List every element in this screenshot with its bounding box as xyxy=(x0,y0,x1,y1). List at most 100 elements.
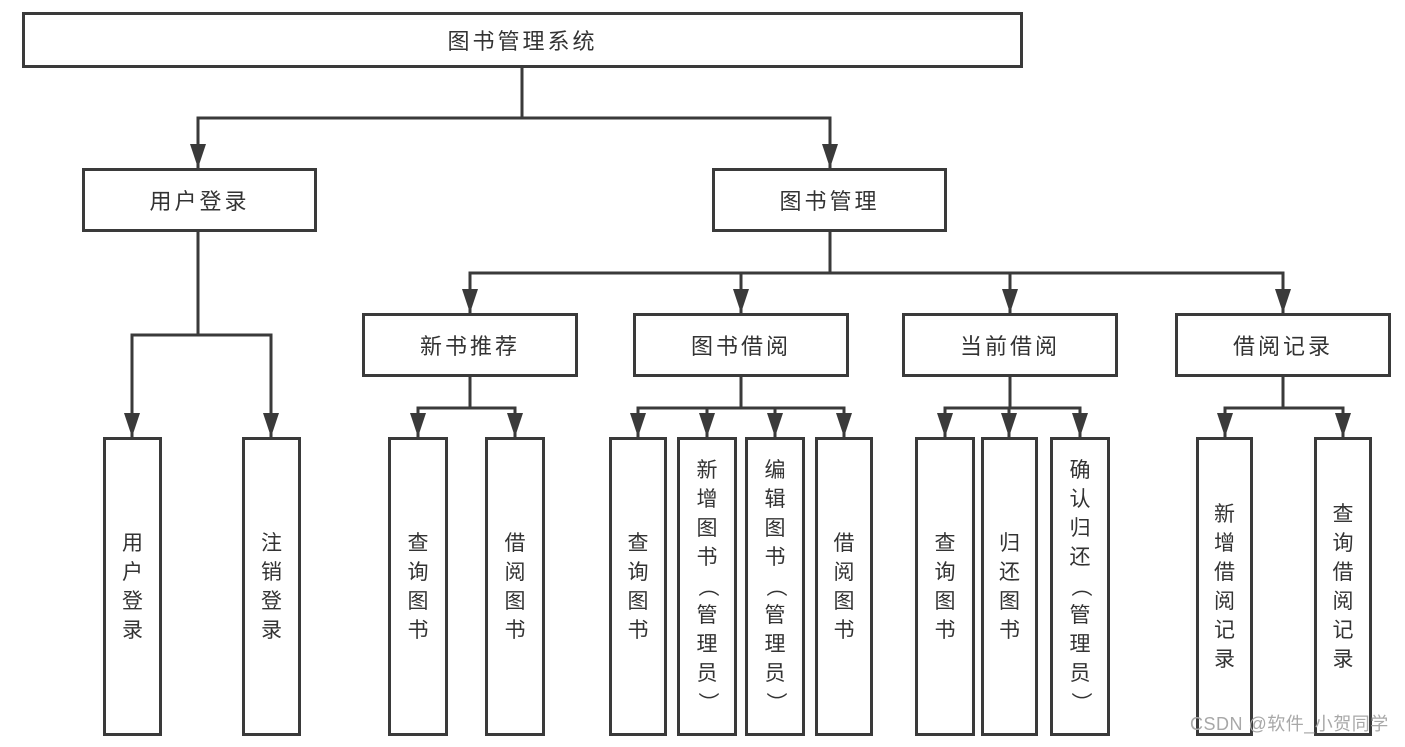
node-label-char: 理 xyxy=(696,633,718,656)
node-label-char: 管 xyxy=(764,604,786,627)
node-label-char: 员 xyxy=(764,662,786,685)
node-label-char: 图 xyxy=(407,589,429,613)
diagram-node-leaf-add-book: 新增图书（管理员） xyxy=(677,437,737,736)
node-label-char: 管 xyxy=(1069,604,1091,627)
node-label-char: 借 xyxy=(504,531,526,555)
diagram-node-book-management: 图书管理 xyxy=(712,168,947,232)
diagram-node-current-borrow: 当前借阅 xyxy=(902,313,1118,377)
arrowhead-down-icon xyxy=(190,144,206,168)
node-label-char: 增 xyxy=(696,488,718,511)
diagram-node-leaf-logout: 注销登录 xyxy=(242,437,301,736)
node-label-char: 归 xyxy=(1069,517,1091,540)
node-label-char: 询 xyxy=(934,560,956,584)
node-label-char: 查 xyxy=(627,531,649,555)
diagram-node-leaf-add-borrow-record: 新增借阅记录 xyxy=(1196,437,1253,736)
diagram-node-leaf-edit-book: 编辑图书 （ 管理员 ） xyxy=(745,437,805,736)
node-label-char: （ xyxy=(695,576,719,597)
arrowhead-down-icon xyxy=(1072,413,1088,437)
node-label-char: 记 xyxy=(1214,618,1235,642)
node-label-char: 辑 xyxy=(764,488,786,511)
node-label-char: 理 xyxy=(764,633,786,656)
node-label-char: 新 xyxy=(1214,502,1235,526)
node-label-char: 注 xyxy=(261,531,282,555)
node-label-char: 增 xyxy=(1214,531,1235,555)
arrowhead-down-icon xyxy=(630,413,646,437)
node-label-char: ） xyxy=(763,692,787,713)
arrowhead-down-icon xyxy=(507,413,523,437)
node-label-char: ） xyxy=(695,692,719,713)
arrowhead-down-icon xyxy=(733,289,749,313)
node-label-char: 销 xyxy=(261,560,282,584)
diagram-node-leaf-borrow-book-1: 借阅图书 xyxy=(485,437,545,736)
arrowhead-down-icon xyxy=(767,413,783,437)
arrowhead-down-icon xyxy=(1217,413,1233,437)
node-label-char: 图 xyxy=(934,589,956,613)
node-label-char: 图 xyxy=(833,589,855,613)
node-label-char: 员 xyxy=(696,662,718,685)
node-label-char: 借 xyxy=(1214,560,1235,584)
diagram-node-user-login: 用户登录 xyxy=(82,168,317,232)
arrowhead-down-icon xyxy=(699,413,715,437)
node-label-char: 编 xyxy=(764,459,786,482)
node-label-char: 理 xyxy=(1069,633,1091,656)
node-label-char: 查 xyxy=(934,531,956,555)
arrowhead-down-icon xyxy=(1002,289,1018,313)
node-label-char: 书 xyxy=(696,546,718,569)
node-label-char: 询 xyxy=(407,560,429,584)
node-label-char: 查 xyxy=(1332,502,1354,526)
node-label-char: 归 xyxy=(999,531,1020,555)
node-label-char: 借 xyxy=(833,531,855,555)
diagram-node-leaf-return-book: 归还图书 xyxy=(981,437,1038,736)
node-label-char: 户 xyxy=(122,560,143,584)
node-label-char: 用 xyxy=(122,531,143,555)
node-label-char: 书 xyxy=(504,618,526,642)
arrowhead-down-icon xyxy=(937,413,953,437)
diagram-node-book-borrow: 图书借阅 xyxy=(633,313,849,377)
node-label-char: 图 xyxy=(764,517,786,540)
node-label-char: 录 xyxy=(122,618,143,642)
node-label-char: 员 xyxy=(1069,662,1091,685)
node-label-char: 录 xyxy=(1332,647,1354,671)
node-label-char: （ xyxy=(763,576,787,597)
node-label-char: 询 xyxy=(627,560,649,584)
diagram-node-leaf-borrow-book-2: 借阅图书 xyxy=(815,437,873,736)
node-label-char: 阅 xyxy=(1332,589,1354,613)
node-label-char: 阅 xyxy=(504,560,526,584)
node-label-char: 录 xyxy=(1214,647,1235,671)
arrowhead-down-icon xyxy=(1335,413,1351,437)
diagram-node-leaf-query-borrow-record: 查询借阅记录 xyxy=(1314,437,1372,736)
arrowhead-down-icon xyxy=(1275,289,1291,313)
node-label-char: 图 xyxy=(504,589,526,613)
arrowhead-down-icon xyxy=(263,413,279,437)
node-label-char: 确 xyxy=(1069,459,1091,482)
arrowhead-down-icon xyxy=(124,413,140,437)
node-label-char: 书 xyxy=(833,618,855,642)
arrowhead-down-icon xyxy=(1001,413,1017,437)
node-label-char: 图 xyxy=(999,589,1020,613)
arrowhead-down-icon xyxy=(836,413,852,437)
node-label-char: 书 xyxy=(999,618,1020,642)
node-label-char: 查 xyxy=(407,531,429,555)
node-label-char: 书 xyxy=(934,618,956,642)
diagram-node-leaf-confirm-return: 确认归还（管理员） xyxy=(1050,437,1110,736)
diagram-node-leaf-query-book-3: 查询图书 xyxy=(915,437,975,736)
node-label-char: 图 xyxy=(627,589,649,613)
diagram-node-leaf-query-book-1: 查询图书 xyxy=(388,437,448,736)
node-label-char: 借 xyxy=(1332,560,1354,584)
node-label-char: 书 xyxy=(627,618,649,642)
node-label-char: 阅 xyxy=(1214,589,1235,613)
arrowhead-down-icon xyxy=(462,289,478,313)
node-label-char: 记 xyxy=(1332,618,1354,642)
node-label-char: 询 xyxy=(1332,531,1354,555)
node-label-char: 图 xyxy=(696,517,718,540)
node-label-char: 还 xyxy=(1069,546,1091,569)
node-label-char: （ xyxy=(1068,576,1092,597)
node-label-char: 认 xyxy=(1069,488,1091,511)
node-label-char: 还 xyxy=(999,560,1020,584)
diagram-node-leaf-user-login: 用户登录 xyxy=(103,437,162,736)
node-label-char: 书 xyxy=(764,546,786,569)
node-label-char: 录 xyxy=(261,618,282,642)
